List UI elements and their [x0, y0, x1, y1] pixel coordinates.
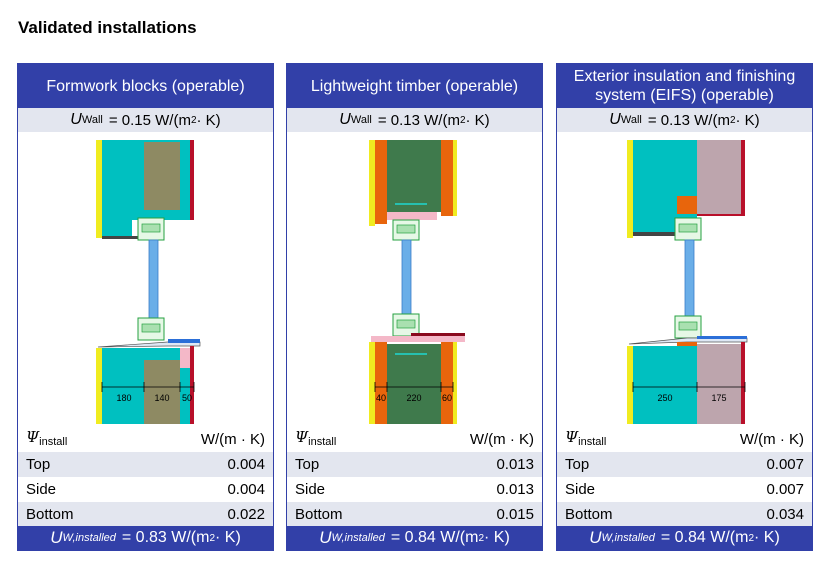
- psi-header: Ψinstall W/(m · K): [295, 428, 534, 448]
- dimension-label: 180: [116, 393, 131, 403]
- eifs-masonry: [697, 140, 741, 214]
- sill-flashing: [697, 336, 747, 339]
- panel-header: Lightweight timber (operable): [287, 64, 542, 108]
- glazing: [148, 239, 159, 321]
- psi-header: Ψinstall W/(m · K): [26, 428, 265, 448]
- page-title: Validated installations: [18, 18, 197, 37]
- block-core: [144, 142, 180, 210]
- section-drawing-timber: 40 220 60: [369, 140, 465, 424]
- frame-red: [190, 140, 194, 220]
- timber-insulation: [387, 140, 441, 212]
- psi-header: Ψinstall W/(m · K): [565, 428, 804, 448]
- panel-eifs: Exterior insulation and finishing system…: [556, 63, 813, 551]
- glazing: [684, 239, 695, 319]
- sill-flashing: [168, 339, 200, 343]
- dimension-label: 250: [657, 393, 672, 403]
- dimension-label: 220: [406, 393, 421, 403]
- frame-red: [741, 140, 745, 216]
- section-drawing-formwork: 180 140 50: [96, 140, 201, 424]
- dimension-label: 40: [376, 393, 386, 403]
- eifs-insulation: [633, 140, 697, 232]
- timber-cladding: [375, 140, 387, 224]
- dimension-label: 60: [442, 393, 452, 403]
- sill-flashing: [411, 333, 465, 337]
- dimension-label: 50: [182, 393, 192, 403]
- section-drawing-eifs: 250 175: [627, 140, 748, 424]
- panel-header: Formwork blocks (operable): [18, 64, 273, 108]
- glazing: [401, 239, 412, 317]
- render-layer: [96, 140, 102, 238]
- dimension-label: 140: [154, 393, 169, 403]
- window-sill: [97, 341, 201, 348]
- dimension-label: 175: [711, 393, 726, 403]
- panel-header: Exterior insulation and finishing system…: [557, 64, 812, 108]
